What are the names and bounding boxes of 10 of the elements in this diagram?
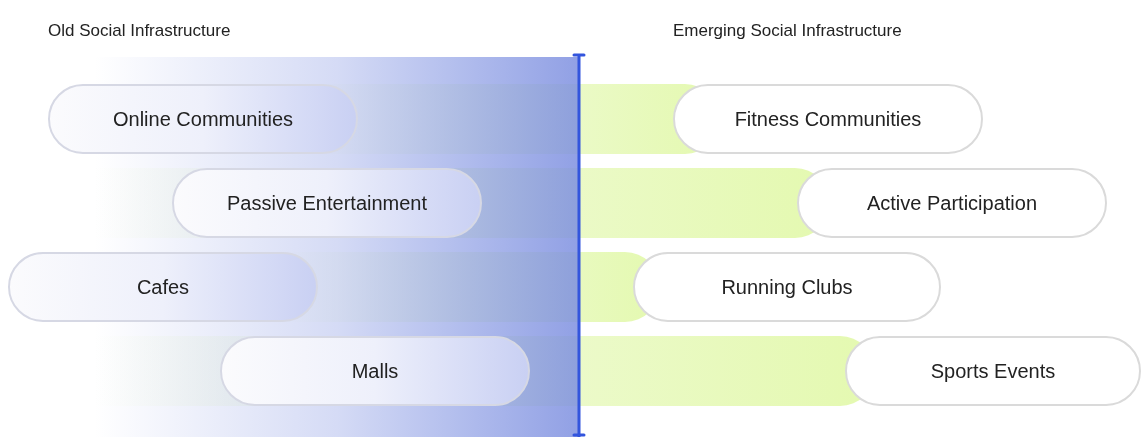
category-pill: Fitness Communities (673, 84, 983, 154)
category-pill: Sports Events (845, 336, 1141, 406)
column-heading: Old Social Infrastructure (48, 20, 231, 42)
category-pill: Passive Entertainment (172, 168, 482, 238)
category-pill: Malls (220, 336, 530, 406)
category-pill: Active Participation (797, 168, 1107, 238)
category-pill: Online Communities (48, 84, 358, 154)
category-pill: Running Clubs (633, 252, 941, 322)
column-heading: Emerging Social Infrastructure (673, 20, 902, 42)
category-pill: Cafes (8, 252, 318, 322)
